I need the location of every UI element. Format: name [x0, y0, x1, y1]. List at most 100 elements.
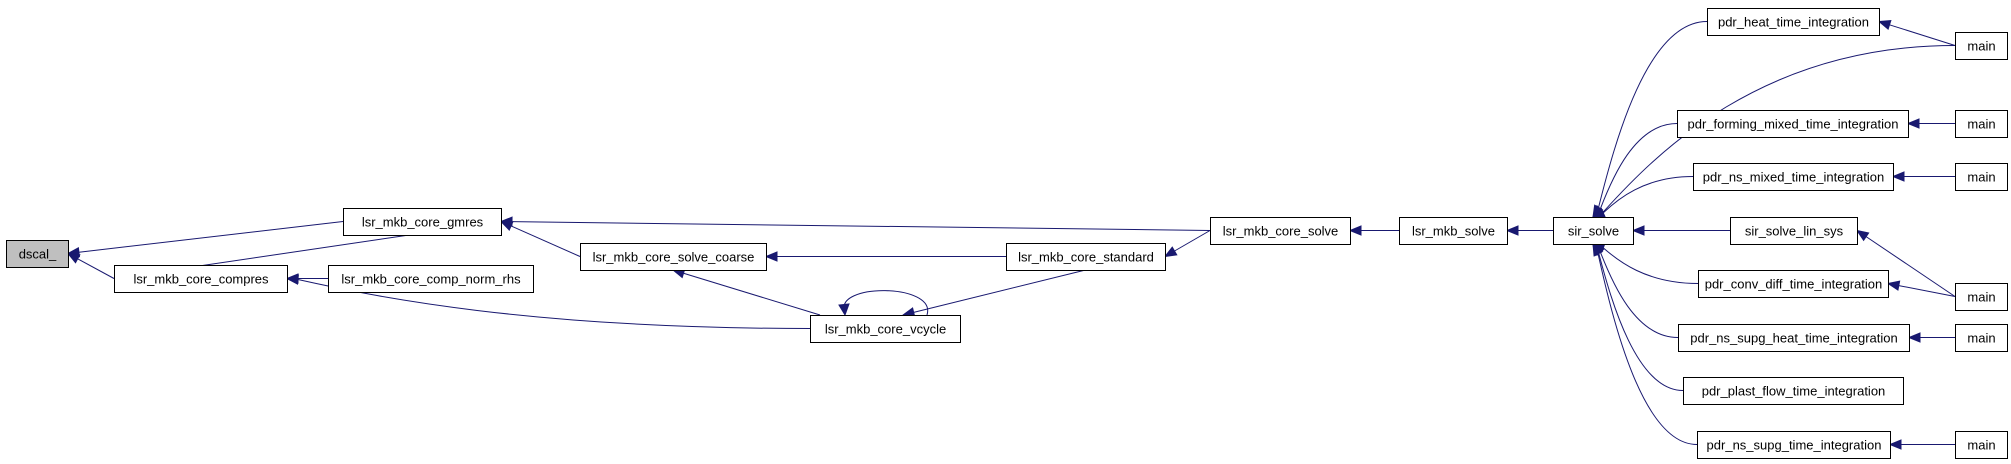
node-box: [114, 265, 288, 293]
node-label: main: [1967, 331, 1995, 346]
edge-ns_supg_heat-to-sir_solve: [1592, 243, 1679, 338]
node-label: sir_solve_lin_sys: [1745, 224, 1844, 239]
edge-line: [511, 221, 1211, 231]
edge-sir_solve-to-mkb_solve: [1505, 225, 1553, 236]
edge-line: [1865, 236, 1956, 297]
edge-main2-to-forming: [1906, 118, 1955, 129]
node-box: [1006, 243, 1166, 271]
edge-arrowhead: [1888, 439, 1902, 450]
edge-arrowhead: [285, 274, 299, 285]
node-label: main: [1967, 290, 1995, 305]
node-gmres[interactable]: lsr_mkb_core_gmres: [343, 208, 502, 236]
edge-standard-to-vcycle: [901, 269, 1086, 318]
node-box: [580, 243, 767, 271]
node-conv-diff[interactable]: pdr_conv_diff_time_integration: [1698, 270, 1889, 298]
node-box: [1210, 217, 1351, 245]
node-box: [343, 208, 502, 236]
node-label: pdr_forming_mixed_time_integration: [1687, 117, 1898, 132]
node-box: [1683, 377, 1904, 405]
edge-arrowhead: [1906, 118, 1920, 129]
node-label: lsr_mkb_solve: [1412, 224, 1495, 239]
node-label: pdr_ns_supg_heat_time_integration: [1690, 331, 1897, 346]
node-label: sir_solve: [1568, 224, 1619, 239]
edge-arrowhead: [1631, 225, 1645, 236]
node-label: main: [1967, 438, 1995, 453]
node-heat[interactable]: pdr_heat_time_integration: [1707, 8, 1880, 36]
edge-main5-to-ns_supg_heat: [1907, 332, 1955, 343]
node-mkb-solve[interactable]: lsr_mkb_solve: [1399, 217, 1508, 245]
edge-line: [1602, 247, 1699, 284]
node-box: [328, 265, 534, 293]
edge-main1-to-heat: [1877, 19, 1956, 46]
node-standard[interactable]: lsr_mkb_core_standard: [1006, 243, 1166, 271]
node-box: [1677, 110, 1909, 138]
node-main5[interactable]: main: [1955, 324, 2008, 352]
node-ns-supg[interactable]: pdr_ns_supg_time_integration: [1697, 431, 1891, 459]
node-solve-coarse[interactable]: lsr_mkb_core_solve_coarse: [580, 243, 767, 271]
edge-vcycle-to-solve_coarse: [671, 268, 821, 316]
edge-line: [843, 290, 928, 316]
edge-ns_supg-to-sir_solve: [1592, 242, 1698, 445]
edge-gmres-to-dscal: [66, 221, 344, 258]
node-vcycle[interactable]: lsr_mkb_core_vcycle: [810, 315, 961, 343]
edge-line: [1174, 230, 1211, 252]
node-lin-sys[interactable]: sir_solve_lin_sys: [1730, 217, 1858, 245]
edge-solve_coarse-to-gmres: [499, 220, 581, 257]
node-label: main: [1967, 170, 1995, 185]
node-main2[interactable]: main: [1955, 110, 2008, 138]
edge-arrowhead: [1855, 229, 1870, 242]
node-compres[interactable]: lsr_mkb_core_compres: [114, 265, 288, 293]
node-box: [1553, 217, 1634, 245]
node-comp-norm-rhs[interactable]: lsr_mkb_core_comp_norm_rhs: [328, 265, 534, 293]
node-ns-supg-heat[interactable]: pdr_ns_supg_heat_time_integration: [1678, 324, 1910, 352]
edge-standard-to-solve_coarse: [764, 251, 1006, 262]
node-label: lsr_mkb_core_solve_coarse: [593, 250, 755, 265]
node-box: [1955, 431, 2008, 459]
node-ns-mixed[interactable]: pdr_ns_mixed_time_integration: [1693, 163, 1894, 191]
node-main1[interactable]: main: [1955, 32, 2008, 60]
edge-main4-to-lin_sys: [1855, 229, 1956, 297]
edge-line: [1898, 285, 1956, 297]
node-forming[interactable]: pdr_forming_mixed_time_integration: [1677, 110, 1909, 138]
edge-core_solve-to-standard: [1163, 230, 1211, 258]
edge-line: [510, 225, 581, 257]
node-main3[interactable]: main: [1955, 163, 2008, 191]
node-sir-solve[interactable]: sir_solve: [1553, 217, 1634, 245]
edge-line: [1889, 24, 1956, 46]
edge-line: [1598, 253, 1684, 391]
edge-arrowhead: [764, 251, 778, 262]
edge-conv_diff-to-sir_solve: [1591, 243, 1699, 284]
node-box: [1693, 163, 1894, 191]
edge-arrowhead: [66, 252, 81, 264]
node-core-solve[interactable]: lsr_mkb_core_solve: [1210, 217, 1351, 245]
node-box: [1955, 163, 2008, 191]
edge-main4-to-conv_diff: [1886, 280, 1956, 297]
node-label: pdr_plast_flow_time_integration: [1702, 384, 1886, 399]
edge-arrowhead: [1505, 225, 1519, 236]
node-box: [1678, 324, 1910, 352]
edge-compres-to-dscal: [66, 252, 115, 279]
edge-forming-to-sir_solve: [1592, 123, 1678, 218]
node-box: [1399, 217, 1508, 245]
edge-mkb_solve-to-core_solve: [1348, 225, 1399, 236]
node-box: [1955, 110, 2008, 138]
edge-line: [78, 221, 344, 253]
edge-line: [1602, 176, 1694, 214]
node-label: lsr_mkb_core_compres: [133, 272, 269, 287]
edge-main3-to-ns_mixed: [1891, 171, 1955, 182]
node-plast-flow[interactable]: pdr_plast_flow_time_integration: [1683, 377, 1904, 405]
edge-main6-to-ns_supg: [1888, 439, 1955, 450]
edge-arrowhead: [1877, 19, 1892, 30]
node-label: main: [1967, 117, 1995, 132]
node-label: lsr_mkb_core_vcycle: [825, 322, 946, 337]
node-main4[interactable]: main: [1955, 283, 2008, 311]
edge-line: [683, 272, 821, 316]
node-main6[interactable]: main: [1955, 431, 2008, 459]
node-box: [6, 240, 69, 268]
node-dscal[interactable]: dscal_: [6, 240, 69, 268]
edge-arrowhead: [1348, 225, 1362, 236]
node-box: [1955, 32, 2008, 60]
node-box: [810, 315, 961, 343]
node-label: dscal_: [19, 247, 57, 262]
edge-arrowhead: [1592, 242, 1603, 257]
